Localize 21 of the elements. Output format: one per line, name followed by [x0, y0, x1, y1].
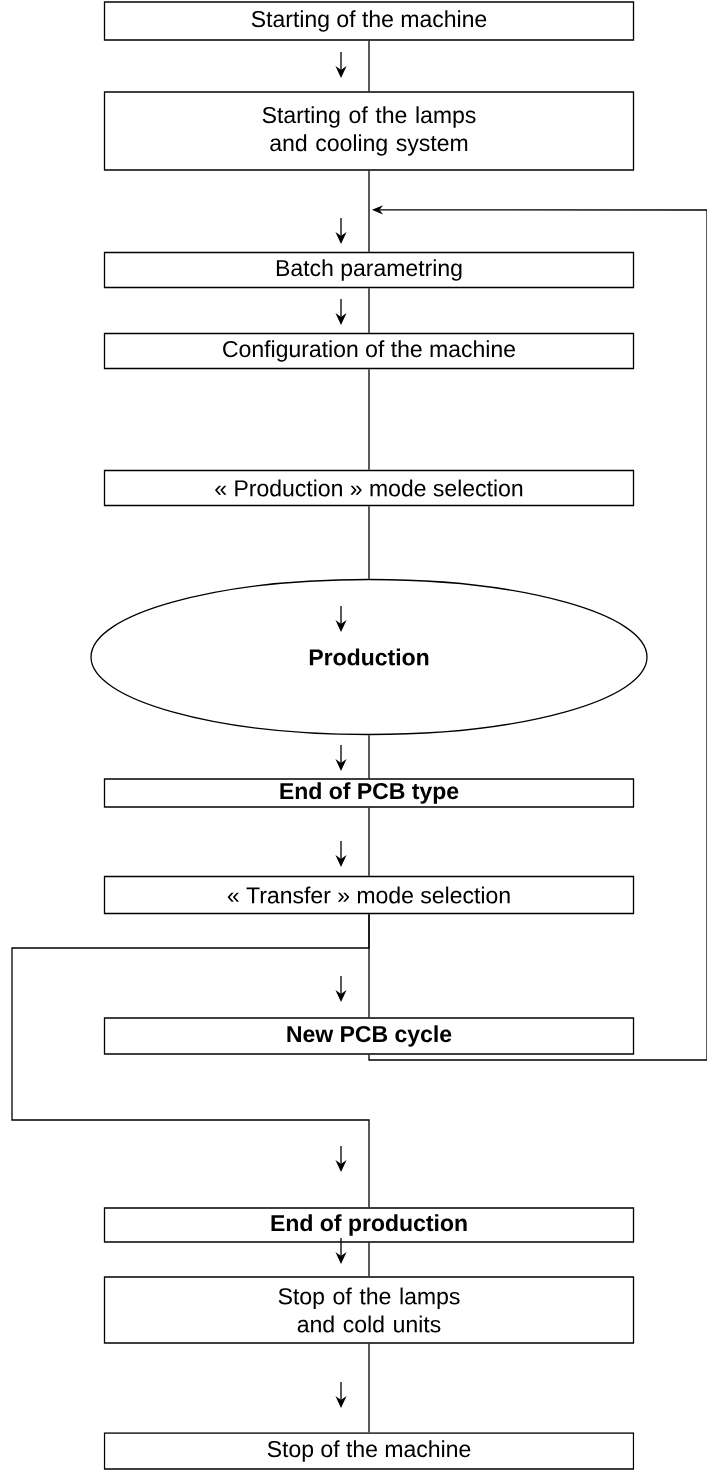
- process-box: End of production: [103, 1207, 635, 1243]
- connector-line: [368, 734, 370, 779]
- connector-line: [368, 40, 370, 92]
- process-box: Starting of the machine: [103, 1, 635, 41]
- process-box: End of PCB type: [103, 778, 635, 808]
- connector-line: [11, 913, 370, 1208]
- process-box: Batch parametring: [103, 251, 635, 289]
- connector-line: [368, 287, 370, 334]
- process-box: Starting of the lamps and cooling system: [103, 91, 635, 171]
- process-box: New PCB cycle: [103, 1017, 635, 1055]
- connector-line: [368, 170, 370, 253]
- connector-line: [368, 807, 370, 877]
- process-box: « Production » mode selection: [103, 469, 635, 507]
- connector-line: [368, 1343, 370, 1433]
- process-box: Stop of the lamps and cold units: [103, 1276, 635, 1344]
- process-box: « Transfer » mode selection: [103, 875, 635, 915]
- process-box: Configuration of the machine: [103, 332, 635, 370]
- process-box: Stop of the machine: [103, 1432, 635, 1470]
- connector-line: [368, 1242, 370, 1277]
- connector-line: [368, 505, 370, 580]
- connector-line: [368, 368, 370, 471]
